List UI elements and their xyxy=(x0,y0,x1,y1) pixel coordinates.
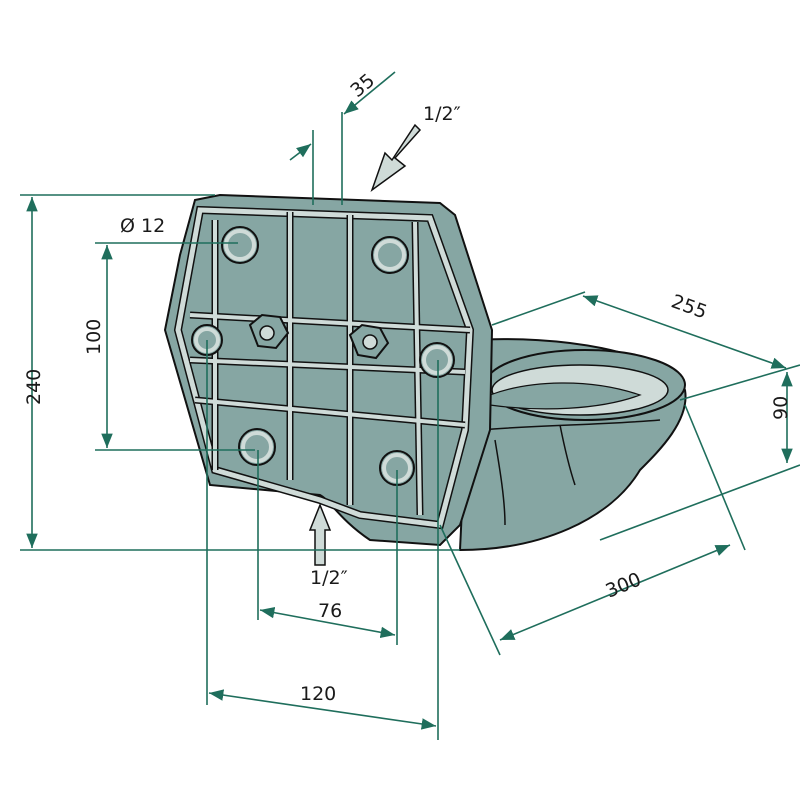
bowl xyxy=(458,338,687,552)
dim-label-76: 76 xyxy=(318,600,342,622)
dim-label-90: 90 xyxy=(770,396,792,420)
dimension-lines xyxy=(20,71,800,740)
dim-label-inlet-bottom: 1/2″ xyxy=(310,567,348,589)
dim-label-255: 255 xyxy=(668,290,710,323)
dim-label-120: 120 xyxy=(300,683,336,705)
dim-label-35: 35 xyxy=(346,70,379,102)
dim-label-hole-diameter: Ø 12 xyxy=(120,215,165,237)
dim-label-inlet-top: 1/2″ xyxy=(423,103,461,125)
dim-label-100: 100 xyxy=(83,319,105,355)
mounting-plate xyxy=(163,193,494,547)
dim-label-240: 240 xyxy=(23,369,45,405)
dim-label-300: 300 xyxy=(602,569,644,603)
